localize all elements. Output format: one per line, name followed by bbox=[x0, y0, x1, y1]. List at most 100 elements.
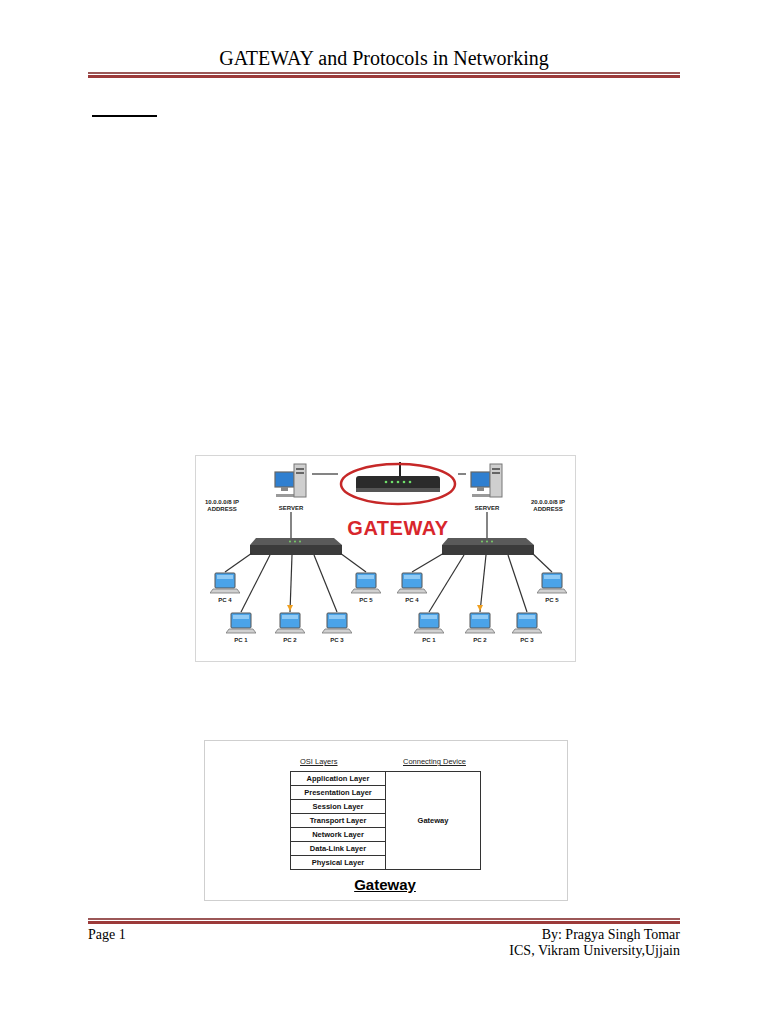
osi-layer-box: Network Layer bbox=[290, 827, 386, 842]
server-label: SERVER bbox=[279, 505, 304, 512]
laptop-glare bbox=[329, 615, 345, 619]
server-keyboard bbox=[276, 494, 296, 497]
router-front bbox=[356, 488, 440, 492]
switch-led bbox=[481, 541, 483, 543]
page-title: GATEWAY and Protocols in Networking bbox=[0, 47, 768, 70]
layer-text: Transport Layer bbox=[310, 816, 367, 825]
pc-label: PC 2 bbox=[473, 637, 486, 644]
laptop-glare bbox=[472, 615, 488, 619]
laptop-screen bbox=[419, 613, 439, 628]
osi-layer-box: Presentation Layer bbox=[290, 785, 386, 800]
laptop-base bbox=[537, 589, 567, 593]
laptop-glare bbox=[404, 575, 420, 579]
server-stand bbox=[477, 487, 484, 491]
network-wire bbox=[508, 555, 527, 612]
network-wire bbox=[314, 555, 337, 612]
laptop-icon bbox=[351, 572, 381, 595]
laptop-screen bbox=[402, 573, 422, 588]
laptop-icon bbox=[465, 612, 495, 635]
server-icon bbox=[274, 462, 308, 500]
server-label: SERVER bbox=[475, 505, 500, 512]
page-number: Page 1 bbox=[88, 927, 208, 943]
layer-text: Application Layer bbox=[307, 774, 370, 783]
laptop-screen bbox=[215, 573, 235, 588]
network-wire bbox=[225, 553, 252, 572]
pc-label: PC 3 bbox=[520, 637, 533, 644]
pc-node: PC 1 bbox=[223, 612, 259, 644]
laptop-glare bbox=[544, 575, 560, 579]
pc-label: PC 2 bbox=[283, 637, 296, 644]
pc-node: PC 5 bbox=[348, 572, 384, 604]
server-monitor bbox=[275, 472, 294, 487]
laptop-icon bbox=[414, 612, 444, 635]
column-header: Connecting Device bbox=[403, 757, 483, 766]
server-bay bbox=[492, 468, 500, 470]
laptop-base bbox=[397, 589, 427, 593]
server-icon bbox=[470, 462, 504, 500]
switch-led bbox=[289, 541, 291, 543]
pc-node: PC 2 bbox=[462, 612, 498, 644]
laptop-base bbox=[210, 589, 240, 593]
pc-node: PC 1 bbox=[411, 612, 447, 644]
server-stand bbox=[281, 487, 288, 491]
figure-caption: Gateway bbox=[285, 876, 485, 893]
pc-label: PC 1 bbox=[234, 637, 247, 644]
laptop-icon bbox=[512, 612, 542, 635]
laptop-icon bbox=[275, 612, 305, 635]
network-wire bbox=[486, 512, 487, 538]
laptop-glare bbox=[233, 615, 249, 619]
layer-text: Presentation Layer bbox=[304, 788, 372, 797]
gateway-label: GATEWAY bbox=[347, 516, 448, 540]
laptop-icon bbox=[537, 572, 567, 595]
ip-range-label: 10.0.0.0/8 IP ADDRESS bbox=[201, 499, 243, 513]
router-highlight bbox=[341, 464, 455, 504]
osi-layer-box: Physical Layer bbox=[290, 855, 386, 870]
layer-text: Data-Link Layer bbox=[310, 844, 366, 853]
device-cell: Gateway bbox=[385, 771, 481, 870]
pc-node: PC 4 bbox=[394, 572, 430, 604]
laptop-icon bbox=[322, 612, 352, 635]
network-wire bbox=[290, 512, 291, 538]
laptop-screen bbox=[327, 613, 347, 628]
switch-led bbox=[486, 541, 488, 543]
network-wire bbox=[412, 553, 444, 572]
laptop-glare bbox=[217, 575, 233, 579]
pc-node: PC 2 bbox=[272, 612, 308, 644]
pc-label: PC 1 bbox=[422, 637, 435, 644]
figure-frame bbox=[196, 456, 576, 662]
author-line: By: Pragya Singh Tomar bbox=[430, 927, 680, 943]
server-tower bbox=[294, 464, 306, 497]
router-led bbox=[409, 481, 412, 484]
footer-rule bbox=[88, 921, 680, 924]
figure-frame bbox=[205, 741, 568, 901]
laptop-glare bbox=[358, 575, 374, 579]
layer-text: Network Layer bbox=[312, 830, 364, 839]
switch-led bbox=[294, 541, 296, 543]
laptop-screen bbox=[542, 573, 562, 588]
pc-node: PC 5 bbox=[534, 572, 570, 604]
pc-label: PC 5 bbox=[545, 597, 558, 604]
server-bay bbox=[492, 472, 500, 474]
network-wire bbox=[340, 553, 366, 572]
pc-label: PC 4 bbox=[218, 597, 231, 604]
laptop-screen bbox=[470, 613, 490, 628]
laptop-screen bbox=[280, 613, 300, 628]
label-slot: 20.0.0.0/8 IP ADDRESS bbox=[527, 499, 569, 513]
network-wire bbox=[532, 553, 552, 572]
wire-arrowhead bbox=[287, 605, 293, 611]
laptop-base bbox=[351, 589, 381, 593]
laptop-icon bbox=[210, 572, 240, 595]
network-link bbox=[458, 473, 466, 474]
column-header: OSI Layers bbox=[300, 757, 360, 766]
server-keyboard bbox=[472, 494, 492, 497]
layer-text: Session Layer bbox=[313, 802, 364, 811]
network-wires bbox=[225, 553, 552, 612]
server-node: SERVER bbox=[466, 462, 508, 512]
osi-layer-box: Session Layer bbox=[290, 799, 386, 814]
network-switch bbox=[442, 538, 534, 545]
label-slot: Page 1 bbox=[88, 927, 208, 943]
